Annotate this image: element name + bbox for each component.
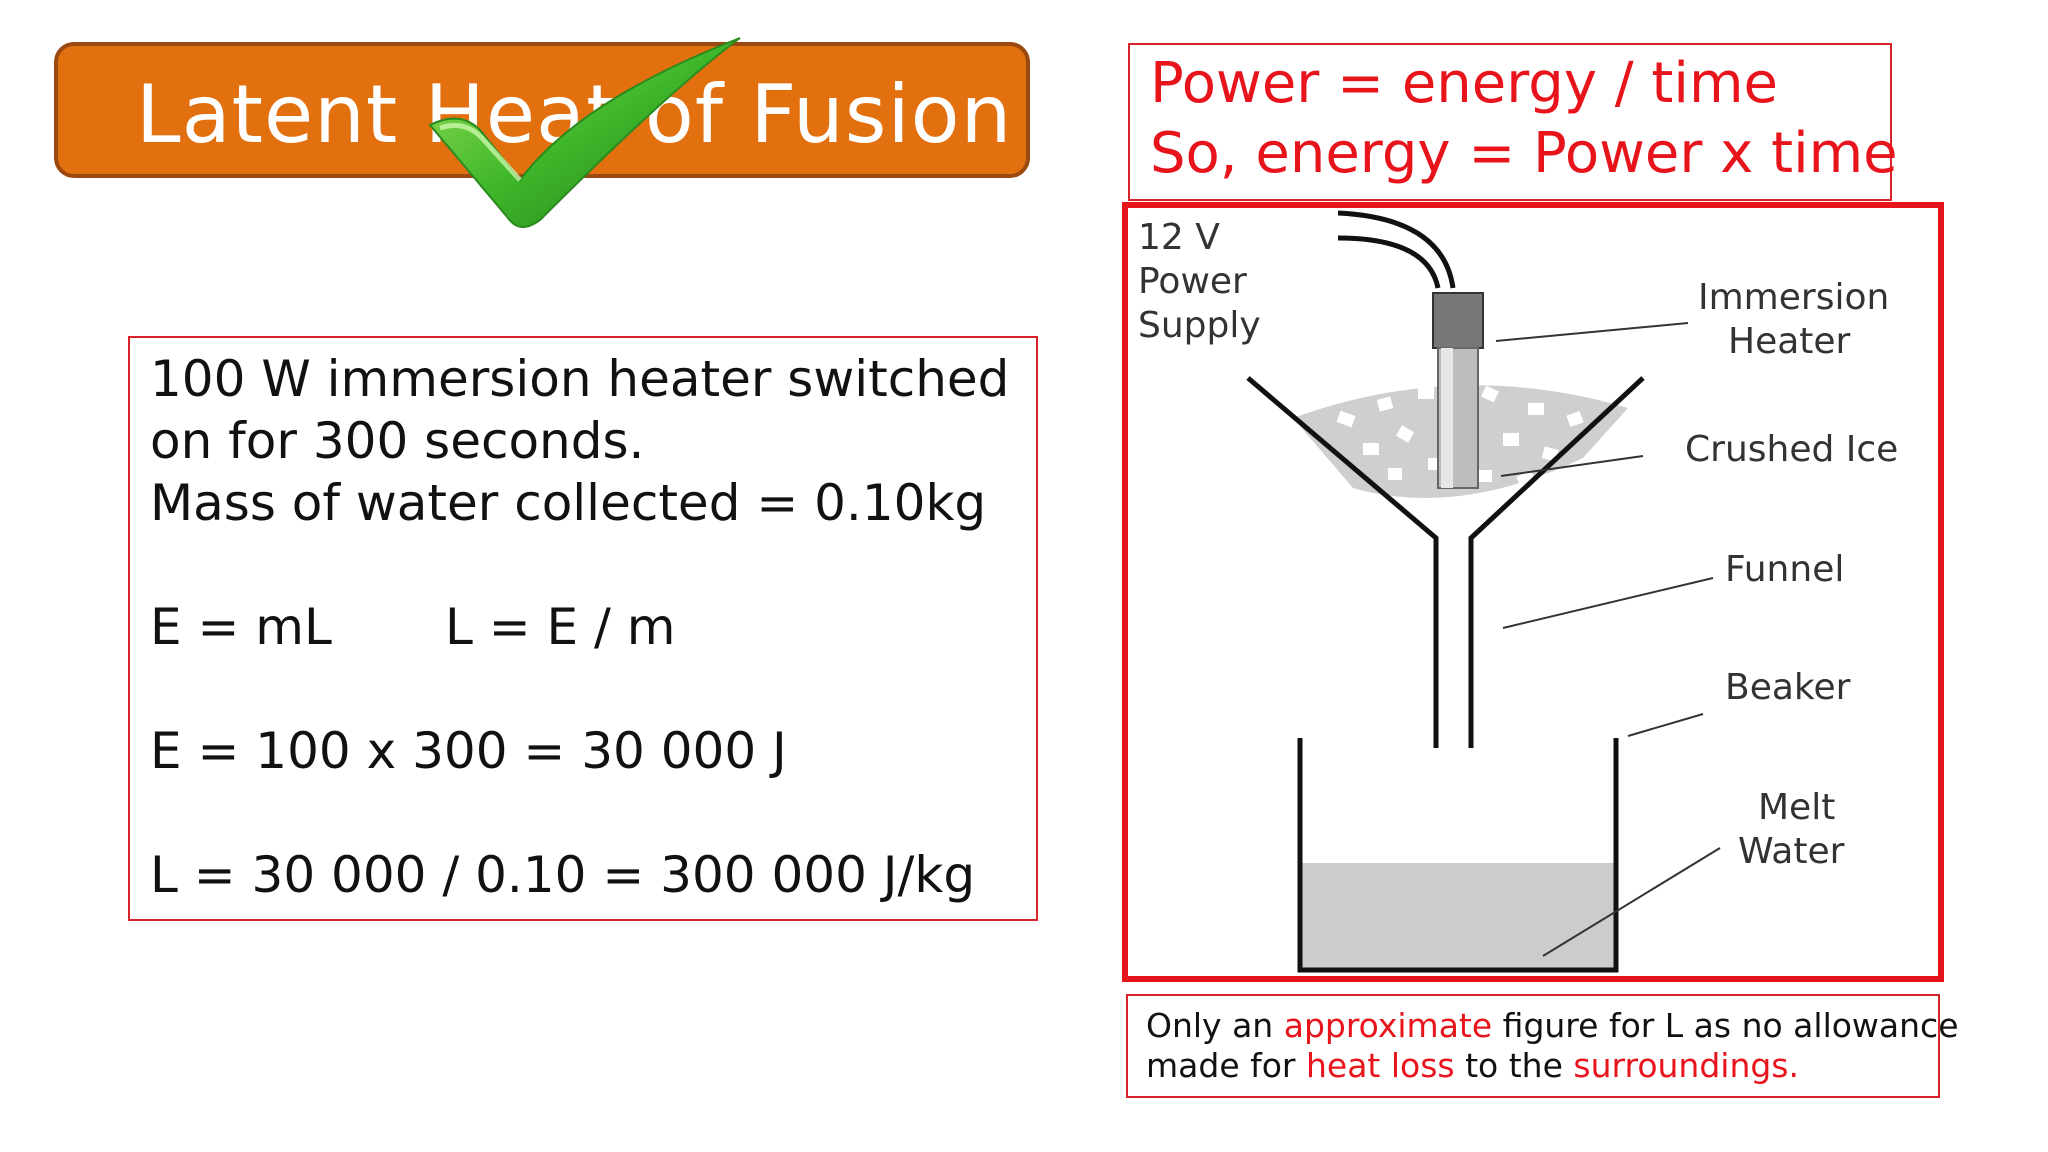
note-text: Only an [1146,1006,1284,1045]
note-highlight-heat-loss: heat loss [1305,1046,1455,1085]
funnel [1246,376,1439,748]
calc-formula-e: E = mL [150,598,332,656]
calc-line-2: on for 300 seconds. [150,412,645,470]
melt-water [1300,863,1616,968]
note-box: Only an approximate figure for L as no a… [1126,994,1959,1098]
apparatus-diagram: 12 V Power Supply Immersion Heater Crush… [1122,202,1944,982]
label-water: Water [1738,831,1845,872]
calc-latent-heat: L = 30 000 / 0.10 = 300 000 J/kg [150,846,976,904]
note-line-1: Only an approximate figure for L as no a… [1146,1006,1959,1045]
note-text: made for [1146,1046,1306,1085]
power-formula-box: Power = energy / time So, energy = Power… [1128,43,1898,201]
label-melt: Melt [1758,787,1836,828]
note-highlight-surroundings: surroundings. [1573,1046,1799,1085]
energy-formula: So, energy = Power x time [1150,121,1898,186]
note-text: figure for L as no allowance [1492,1006,1959,1045]
calculation-box: 100 W immersion heater switched on for 3… [128,336,1038,921]
label-heater: Heater [1728,321,1851,362]
cable [1337,210,1456,289]
apparatus-drawing [1246,210,1721,973]
label-power: Power [1138,261,1247,302]
calc-line-3: Mass of water collected = 0.10kg [150,474,987,532]
calc-line-1: 100 W immersion heater switched [150,350,1010,408]
ice-pieces [1336,385,1584,488]
label-beaker: Beaker [1725,667,1851,708]
heater-cap [1432,292,1484,349]
funnel [1468,376,1645,748]
note-highlight-approximate: approximate [1283,1006,1493,1045]
calc-energy: E = 100 x 300 = 30 000 J [150,722,787,780]
label-supply: Supply [1138,305,1261,346]
label-12v: 12 V [1138,217,1220,258]
calc-formula-l: L = E / m [445,598,676,656]
note-text: to the [1454,1046,1574,1085]
cable [1337,235,1441,289]
note-line-2: made for heat loss to the surroundings. [1146,1046,1799,1085]
green-check-icon [428,37,741,228]
beaker [1297,738,1619,973]
leader-lines [1495,322,1721,957]
label-crushed-ice: Crushed Ice [1685,429,1899,470]
label-immersion: Immersion [1698,277,1890,318]
power-formula: Power = energy / time [1150,51,1778,116]
label-funnel: Funnel [1725,549,1845,590]
